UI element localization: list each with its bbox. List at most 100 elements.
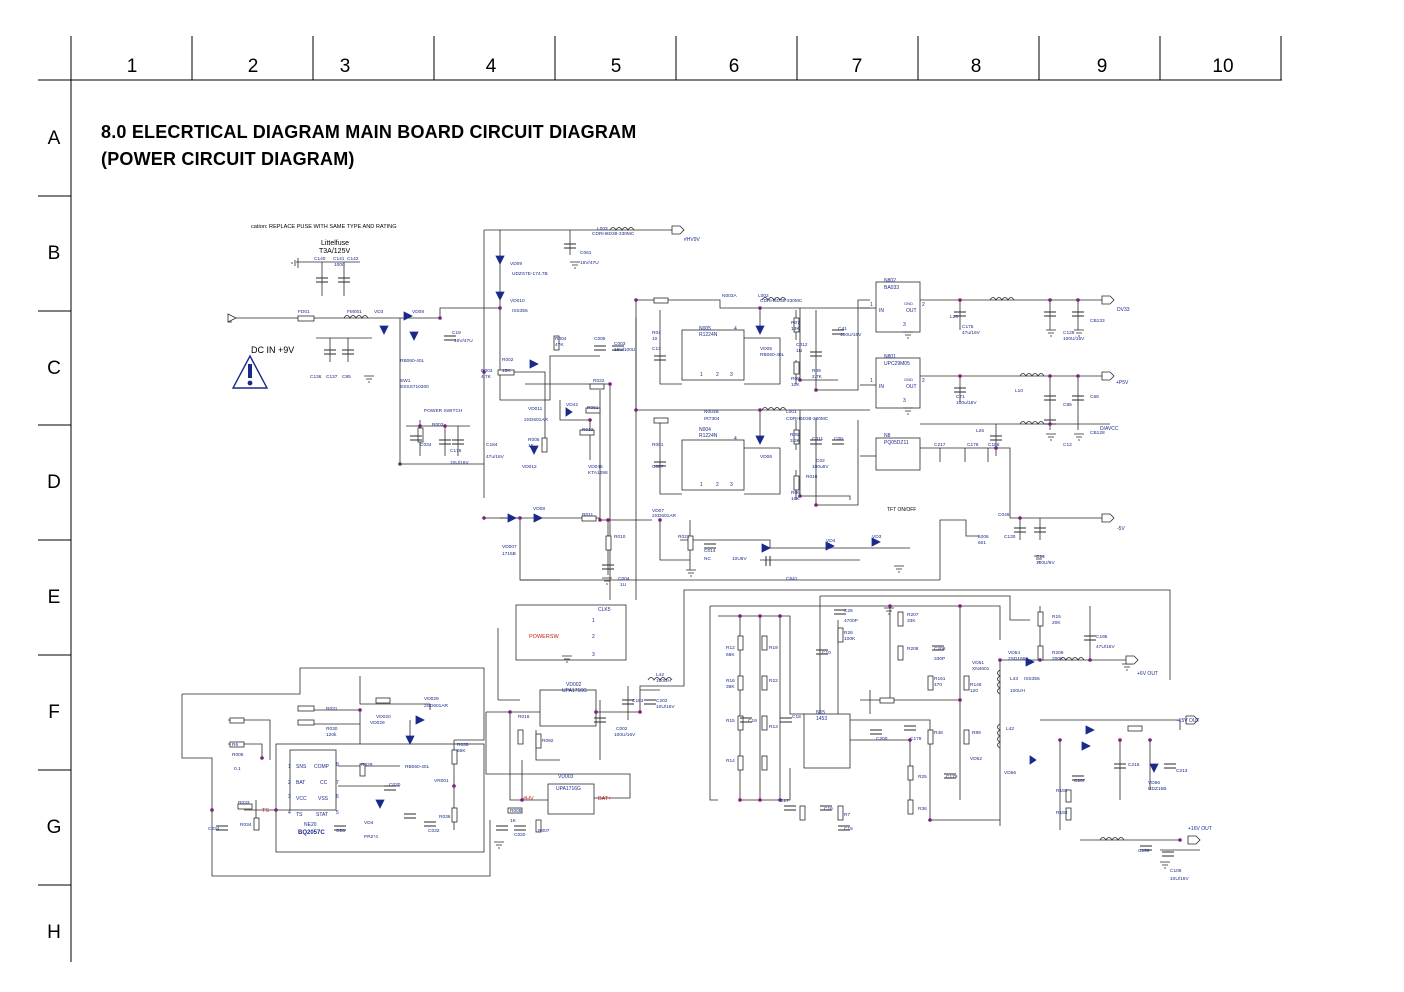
- ic-ba033-in: IN: [879, 308, 884, 314]
- column-label-9: 9: [1096, 56, 1108, 77]
- component-label: C14: [1036, 554, 1045, 560]
- page-title: 8.0 ELECRTICAL DIAGRAM MAIN BOARD CIRCUI…: [101, 122, 637, 142]
- svg-text:3: 3: [288, 794, 291, 800]
- component-label: VD42: [566, 402, 578, 408]
- svg-text:1: 1: [592, 618, 595, 624]
- component-label: 100K: [844, 636, 856, 642]
- component-label: R035: [457, 742, 469, 748]
- component-label: C046: [998, 512, 1010, 518]
- component-label: R12: [726, 645, 735, 651]
- component-label: 4.7K: [481, 374, 492, 380]
- component-label: 10K: [791, 496, 800, 502]
- column-label-10: 10: [1212, 56, 1234, 77]
- component-label: 10U6V: [732, 556, 747, 562]
- component-label: 16V/47U: [454, 338, 473, 344]
- ic-bq-pin-vcc: VCC: [296, 796, 307, 802]
- component-label: 120: [970, 688, 978, 694]
- column-label-2: 2: [247, 56, 259, 77]
- component-label: R003: [481, 368, 493, 374]
- ic-upc-out: OUT: [906, 384, 917, 390]
- component-label: R002: [502, 357, 514, 363]
- component-label: 10U/16V: [656, 704, 675, 710]
- resistors: [229, 297, 1143, 833]
- component-label: 2SD1664: [1008, 656, 1028, 662]
- component-label: 1K: [510, 818, 517, 824]
- ic-pq-part: PQ05DZ11: [884, 440, 909, 446]
- svg-text:1: 1: [700, 482, 703, 488]
- component-label: VD52: [970, 756, 982, 762]
- component-label: 16V/47U: [580, 260, 599, 266]
- component-label: L26: [976, 428, 984, 434]
- ic-bq-pin-vss: VSS: [318, 796, 329, 802]
- component-label: 16V/100U: [614, 347, 636, 353]
- component-label: R010: [806, 474, 818, 480]
- component-label: VD012: [522, 464, 537, 470]
- row-label-f: F: [48, 702, 60, 723]
- output-arrows: [227, 225, 1201, 845]
- component-label: C106: [1170, 868, 1182, 874]
- component-label: L006: [978, 534, 989, 540]
- ic-n15-ref: N15: [816, 710, 825, 716]
- component-label: C002: [616, 726, 628, 732]
- row-label-c: C: [47, 358, 61, 379]
- component-label: VD08: [412, 309, 424, 315]
- component-label: R036: [439, 814, 451, 820]
- svg-text:3: 3: [730, 372, 733, 378]
- svg-text:1: 1: [870, 302, 873, 308]
- component-label: VD3: [374, 309, 384, 315]
- component-label: C200: [876, 736, 888, 742]
- component-label: RB060-40L: [405, 764, 430, 770]
- ic-upc-gnd: GND: [904, 377, 913, 382]
- svg-text:4: 4: [734, 326, 737, 332]
- component-label: C176: [967, 442, 979, 448]
- component-label: R008: [510, 808, 522, 814]
- ic-bq-ref: NE20: [304, 822, 317, 828]
- component-label: VD06: [760, 454, 772, 460]
- component-label: VR001: [434, 778, 449, 784]
- component-label: UDZS7E-174.7B: [512, 271, 548, 277]
- component-label: 10U/16V: [1170, 876, 1189, 882]
- component-label: C206: [934, 646, 946, 652]
- component-label: 68K: [726, 652, 735, 658]
- component-label: C199: [1138, 848, 1150, 854]
- component-label: 120k: [326, 732, 337, 738]
- component-label: 47u/16V: [486, 454, 505, 460]
- component-label: C011: [812, 436, 823, 442]
- component-label: R003: [432, 422, 444, 428]
- mosfet-vd002-body: [539, 689, 597, 727]
- svg-text:2: 2: [288, 780, 291, 786]
- component-label: R26: [844, 630, 853, 636]
- component-label: C142: [347, 256, 359, 262]
- ic-bq-pin-comp: COMP: [314, 764, 330, 770]
- component-label: C18: [792, 714, 801, 720]
- component-label: IR7304: [704, 416, 720, 422]
- column-label-4: 4: [485, 56, 497, 77]
- net-plus16v: +16V OUT: [1188, 826, 1212, 832]
- component-label: C007: [652, 464, 664, 470]
- component-labels: L003CDRH6D38-330MCC06116V/47UVD09UDZS7E-…: [208, 226, 1189, 882]
- component-label: C137: [326, 374, 338, 380]
- ic-n005-part: R1224N: [699, 332, 718, 338]
- component-label: R36: [918, 806, 927, 812]
- component-label: C140: [314, 256, 326, 262]
- row-label-b: B: [47, 243, 61, 264]
- component-label: L10: [1015, 388, 1023, 394]
- row-label-d: D: [47, 472, 61, 493]
- component-label: C207: [1074, 778, 1086, 784]
- svg-text:2: 2: [716, 372, 719, 378]
- component-label: R010: [614, 534, 626, 540]
- component-label: KTA1298: [588, 470, 608, 476]
- component-label: C16: [824, 806, 833, 812]
- component-label: 2SD601AR: [424, 703, 449, 709]
- ic-pq-ref: N8: [884, 433, 891, 439]
- component-label: C186: [988, 442, 1000, 448]
- connector-clk5-body: [515, 604, 627, 661]
- component-label: 100u6V: [812, 464, 829, 470]
- component-label: C02: [816, 458, 825, 464]
- component-label: C68: [1090, 394, 1099, 400]
- ic-bq-pin-cc: CC: [320, 780, 328, 786]
- component-label: 0.1: [234, 766, 241, 772]
- component-label: C202: [656, 698, 668, 704]
- component-label: VD07: [652, 508, 664, 514]
